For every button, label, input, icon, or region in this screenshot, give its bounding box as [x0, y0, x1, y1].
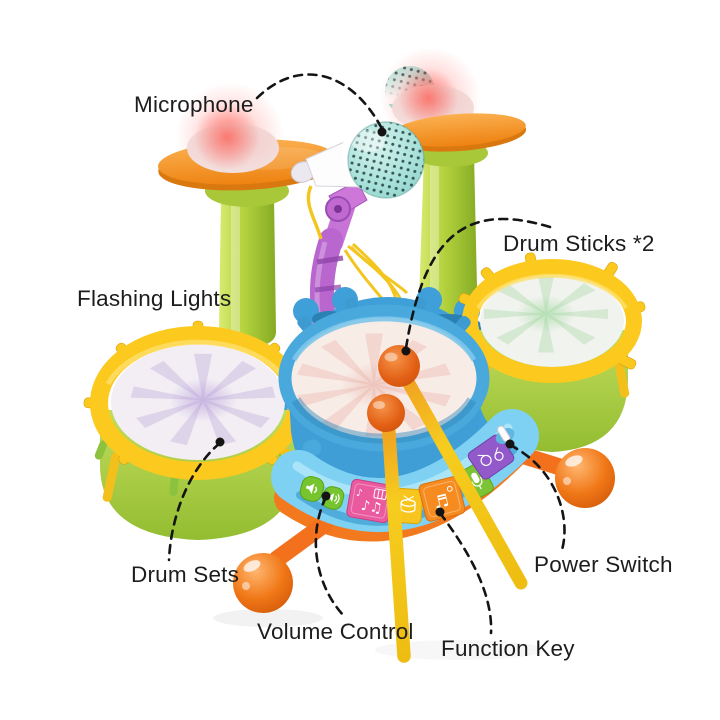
svg-text:♬: ♬: [432, 491, 452, 514]
connector-drum-sticks: [404, 217, 552, 350]
drumstick-left-shaft: [381, 413, 411, 663]
volume-down-button: [299, 476, 325, 502]
svg-text:♪♫: ♪♫: [360, 498, 384, 517]
floor-shadow: [213, 609, 323, 627]
drumstick-right-ball: [378, 345, 420, 387]
function-key-orange: ♬: [418, 476, 466, 522]
connector-volume-control: [314, 495, 346, 618]
connector-microphone: [255, 73, 383, 129]
callout-lines: [167, 73, 566, 635]
callout-dots: [215, 127, 515, 517]
drumstick-left-ball: [367, 394, 405, 432]
connector-function-key: [438, 511, 493, 635]
label-function-key: Function Key: [441, 636, 575, 661]
label-drum-sets: Drum Sets: [131, 562, 240, 587]
left-cymbal-group: [158, 82, 337, 348]
label-flashing-lights: Flashing Lights: [77, 286, 232, 311]
drumstick-right-shaft: [396, 366, 528, 590]
microphone-assembly: [290, 121, 425, 199]
label-microphone: Microphone: [134, 92, 254, 117]
right-cymbal-disc: [392, 113, 526, 147]
right-foot: [555, 448, 615, 508]
svg-text:♪: ♪: [355, 488, 363, 500]
drumsticks: [367, 345, 528, 663]
melody-key-pink: ♪ ♪♫: [346, 478, 394, 524]
left-foot: [233, 553, 293, 613]
left-drum: [83, 320, 313, 540]
label-drum-sticks: Drum Sticks *2: [503, 231, 655, 256]
label-power-switch: Power Switch: [534, 552, 673, 577]
connector-power-switch: [508, 443, 566, 552]
label-volume-control: Volume Control: [257, 619, 414, 644]
connector-drum-sets: [167, 441, 222, 562]
left-stand-column: [219, 196, 276, 348]
